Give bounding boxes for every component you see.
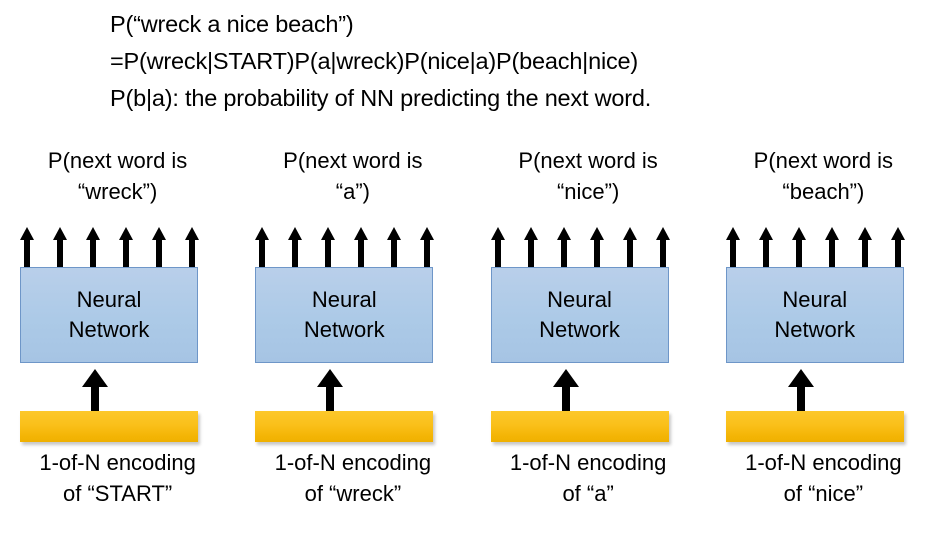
up-arrow-icon: [387, 227, 402, 267]
up-arrow-icon: [556, 227, 571, 267]
up-arrow-icon: [288, 227, 303, 267]
output-arrow-fan-2: [255, 227, 435, 267]
neural-network-label-line-1: Neural: [547, 287, 612, 312]
up-arrow-icon: [857, 227, 872, 267]
output-probability-line-1: P(next word is: [47, 148, 188, 173]
up-arrow-icon: [758, 227, 773, 267]
up-arrow-icon: [420, 227, 435, 267]
up-arrow-icon: [152, 227, 166, 267]
probability-equations: P(“wreck a nice beach”) =P(wreck|START)P…: [110, 6, 930, 117]
up-arrow-icon: [791, 227, 806, 267]
encoding-label-line-1: 1-of-N encoding: [509, 450, 667, 475]
output-arrow-fan-4: [725, 227, 905, 267]
encoding-label-line-2: of “nice”: [783, 481, 864, 506]
input-up-arrow-icon: [787, 369, 814, 411]
output-probability-line-2: “nice”): [556, 179, 620, 204]
up-arrow-icon: [655, 227, 670, 267]
network-column-group: P(next word is “wreck”) Neural Network 1…: [0, 141, 941, 539]
encoding-label-3: 1-of-N encoding of “a”: [471, 447, 706, 509]
neural-network-label-line-2: Network: [68, 317, 150, 342]
output-probability-line-2: “beach”): [782, 179, 865, 204]
output-probability-line-1: P(next word is: [283, 148, 423, 173]
encoding-bar-4: [725, 411, 904, 442]
neural-network-label-line-1: Neural: [782, 287, 848, 312]
neural-network-box-1: Neural Network: [20, 267, 198, 363]
neural-network-label-line-2: Network: [539, 317, 620, 342]
equation-line-2: =P(wreck|START)P(a|wreck)P(nice|a)P(beac…: [110, 48, 639, 74]
neural-network-label-line-2: Network: [774, 317, 856, 342]
equation-line-1: P(“wreck a nice beach”): [110, 11, 354, 37]
output-probability-line-2: “wreck”): [77, 179, 158, 204]
output-probability-label-4: P(next word is “beach”): [706, 145, 941, 207]
output-probability-label-2: P(next word is “a”): [235, 145, 470, 207]
up-arrow-icon: [354, 227, 369, 267]
output-probability-label-3: P(next word is “nice”): [471, 145, 706, 207]
output-probability-line-2: “a”): [335, 179, 370, 204]
encoding-bar-2: [255, 411, 434, 442]
up-arrow-icon: [321, 227, 336, 267]
output-probability-line-1: P(next word is: [518, 148, 658, 173]
up-arrow-icon: [119, 227, 133, 267]
neural-network-box-3: Neural Network: [490, 267, 669, 363]
encoding-label-line-2: of “wreck”: [304, 481, 402, 506]
up-arrow-icon: [255, 227, 270, 267]
network-column-2: P(next word is “a”) Neural Network 1-of-…: [235, 141, 470, 539]
output-arrow-fan-3: [490, 227, 670, 267]
encoding-bar-1: [20, 411, 198, 442]
up-arrow-icon: [725, 227, 740, 267]
up-arrow-icon: [589, 227, 604, 267]
encoding-label-line-1: 1-of-N encoding: [745, 450, 902, 475]
neural-network-label-line-1: Neural: [311, 287, 377, 312]
neural-network-box-4: Neural Network: [725, 267, 904, 363]
network-column-3: P(next word is “nice”) Neural Network 1-…: [471, 141, 706, 539]
encoding-label-line-1: 1-of-N encoding: [39, 450, 196, 475]
up-arrow-icon: [824, 227, 839, 267]
up-arrow-icon: [490, 227, 505, 267]
neural-network-box-2: Neural Network: [255, 267, 434, 363]
up-arrow-icon: [185, 227, 199, 267]
up-arrow-icon: [20, 227, 34, 267]
up-arrow-icon: [622, 227, 637, 267]
encoding-label-1: 1-of-N encoding of “START”: [0, 447, 235, 509]
network-column-4: P(next word is “beach”) Neural Network 1…: [706, 141, 941, 539]
up-arrow-icon: [890, 227, 905, 267]
up-arrow-icon: [523, 227, 538, 267]
encoding-label-line-1: 1-of-N encoding: [274, 450, 432, 475]
up-arrow-icon: [53, 227, 67, 267]
encoding-label-line-2: of “a”: [562, 481, 614, 506]
encoding-label-2: 1-of-N encoding of “wreck”: [235, 447, 470, 509]
output-probability-label-1: P(next word is “wreck”): [0, 145, 235, 207]
input-up-arrow-icon: [317, 369, 344, 411]
neural-network-label-line-1: Neural: [76, 287, 142, 312]
encoding-label-line-2: of “START”: [63, 481, 173, 506]
neural-network-label-line-2: Network: [303, 317, 385, 342]
output-probability-line-1: P(next word is: [753, 148, 894, 173]
up-arrow-icon: [86, 227, 100, 267]
equation-line-3: P(b|a): the probability of NN predicting…: [110, 85, 652, 111]
encoding-label-4: 1-of-N encoding of “nice”: [706, 447, 941, 509]
input-up-arrow-icon: [552, 369, 579, 411]
encoding-bar-3: [490, 411, 669, 442]
network-column-1: P(next word is “wreck”) Neural Network 1…: [0, 141, 235, 539]
output-arrow-fan-1: [20, 227, 199, 267]
input-up-arrow-icon: [82, 369, 108, 411]
